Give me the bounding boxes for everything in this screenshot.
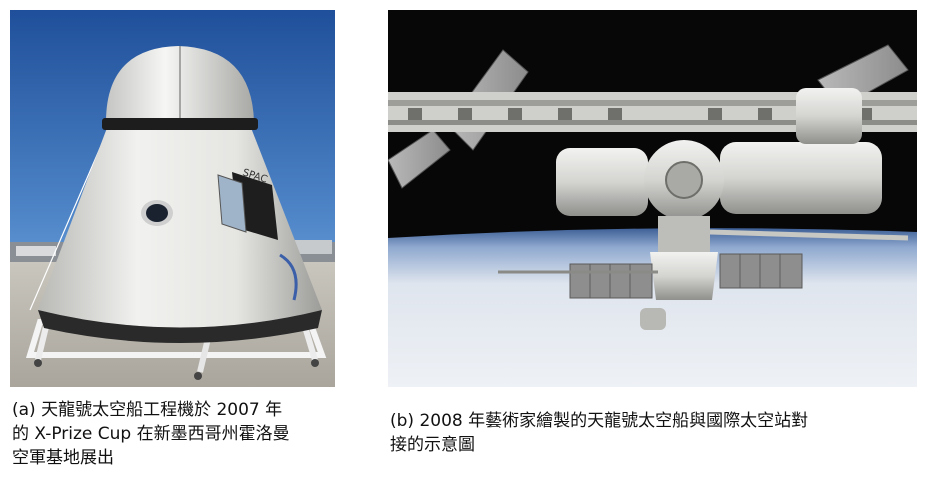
caption-a-line-3: 空軍基地展出 — [12, 448, 114, 468]
caption-panel-b: (b) 2008 年藝術家繪製的天龍號太空船與國際太空站對 接的示意圖 — [390, 409, 910, 457]
caption-a-line-2: 的 X-Prize Cup 在新墨西哥州霍洛曼 — [12, 424, 290, 444]
caption-b-line-1: (b) 2008 年藝術家繪製的天龍號太空船與國際太空站對 — [390, 411, 809, 431]
dragon-capsule-photo: SPAC — [10, 10, 335, 387]
caption-a-line-1: (a) 天龍號太空船工程機於 2007 年 — [12, 400, 283, 420]
caption-panel-a: (a) 天龍號太空船工程機於 2007 年 的 X-Prize Cup 在新墨西… — [12, 398, 352, 470]
caption-b-line-2: 接的示意圖 — [390, 435, 475, 455]
iss-docking-illustration — [388, 10, 917, 387]
